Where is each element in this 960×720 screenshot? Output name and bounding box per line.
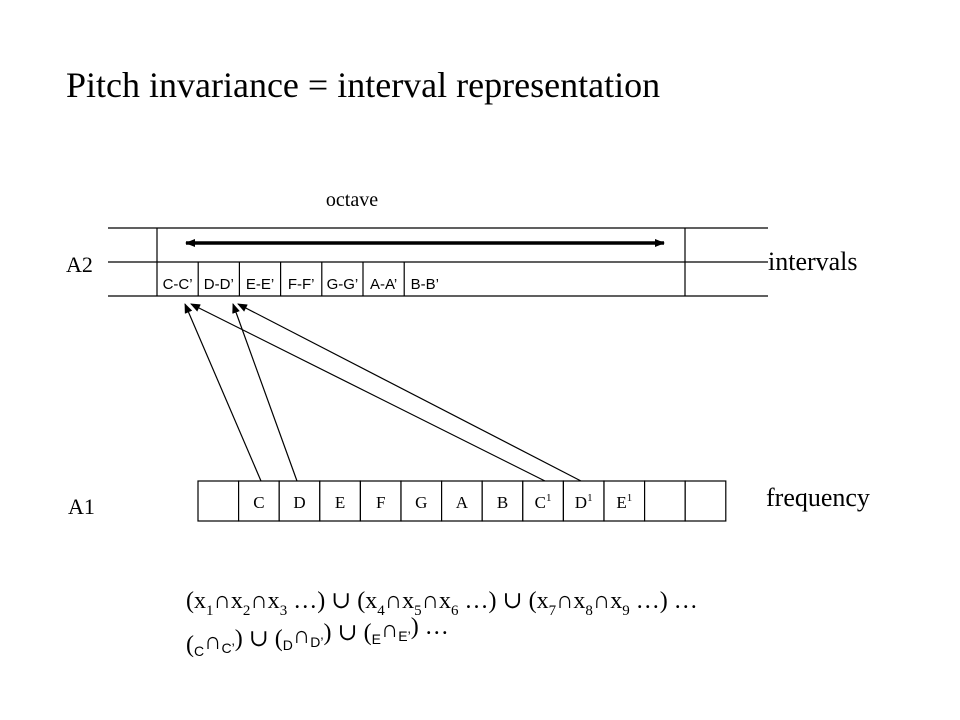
arrow-d1-to-dd: [237, 303, 582, 482]
interval-cell-label: B-B’: [411, 276, 439, 293]
frequency-cell-label: E1: [616, 492, 632, 512]
frequency-cell-label: G: [415, 493, 427, 512]
formula-subscript: 2: [243, 603, 251, 619]
interval-cell-label: E-E’: [246, 276, 274, 293]
formula-note-letter: C’: [221, 640, 234, 656]
frequency-note: G: [415, 493, 427, 512]
formula-text: ∩: [381, 617, 398, 643]
formula-text: ) …: [411, 614, 449, 640]
frequency-cell: [562, 480, 605, 522]
frequency-note: D: [293, 493, 305, 512]
frequency-cell: [441, 480, 483, 522]
frequency-cell: [684, 480, 727, 522]
frequency-cell-label: C: [253, 493, 264, 512]
formula-note-letter: C: [194, 643, 204, 659]
formula-note-letter: D’: [310, 634, 323, 650]
interval-cell-label: C-C’: [163, 276, 193, 293]
arrow-d-to-dd: [232, 303, 298, 482]
formula-subscript: 6: [451, 603, 459, 619]
formula-text: (: [186, 632, 194, 658]
frequency-note: E: [335, 493, 345, 512]
interval-cell-label: F-F’: [288, 276, 315, 293]
formula-text: ∩: [204, 629, 221, 655]
connection-arrows: [184, 303, 582, 482]
frequency-note: B: [497, 493, 508, 512]
formula-line-1: (x1∩x2∩x3 …) ∪ (x4∩x5∩x6 …) ∪ (x7∩x8∩x9 …: [186, 588, 698, 619]
arrow-c-to-cc: [184, 303, 262, 482]
frequency-note: F: [376, 493, 385, 512]
interval-cells: C-C’ D-D’ E-E’ F-F’ G-G’ A-A’ B-B’: [163, 262, 439, 296]
formula-text: ∩: [293, 623, 310, 649]
formula-note-letter: D: [283, 637, 293, 653]
frequency-cell-label: A: [456, 493, 469, 512]
formula-text: …) …: [630, 588, 698, 614]
formula-subscript: 3: [280, 603, 288, 619]
formula-text: ∩x: [250, 588, 279, 614]
interval-strip: C-C’ D-D’ E-E’ F-F’ G-G’ A-A’ B-B’: [108, 227, 768, 297]
formula-text: ∩x: [422, 588, 451, 614]
frequency-cell: [400, 480, 443, 522]
frequency-cell: [603, 480, 646, 522]
formula-text: ) ∪ (: [235, 626, 283, 652]
formula-subscript: 8: [585, 603, 593, 619]
frequency-cell: [238, 480, 280, 522]
formula-text: …) ∪ (x: [287, 588, 377, 614]
frequency-octave-superscript: 1: [546, 492, 552, 504]
formula-text: ∩x: [556, 588, 585, 614]
octave-label: octave: [326, 189, 378, 211]
formula-text: …) ∪ (x: [458, 588, 548, 614]
formula-subscript: 5: [414, 603, 422, 619]
formula-text: ∩x: [214, 588, 243, 614]
frequency-cell: [319, 480, 361, 522]
frequency-cell: [359, 480, 402, 522]
interval-cell-label: A-A’: [370, 276, 397, 293]
frequency-cell-label: D1: [575, 492, 593, 512]
frequency-cell-label: E: [335, 493, 345, 512]
formula-subscript: 4: [377, 603, 385, 619]
formula-text: ) ∪ (: [324, 620, 372, 646]
frequency-cell-label: F: [376, 493, 385, 512]
frequency-octave-superscript: 1: [627, 492, 633, 504]
interval-cell-label: D-D’: [204, 276, 234, 293]
formula-note-letter: E: [372, 631, 381, 647]
formula-subscript: 1: [206, 603, 214, 619]
frequency-cell-label: C1: [535, 492, 552, 512]
frequency-note: C: [535, 493, 546, 512]
frequency-label: frequency: [766, 483, 870, 512]
arrow-c1-to-cc: [190, 303, 546, 482]
frequency-cell-label: D: [293, 493, 305, 512]
formula-subscript: 9: [622, 603, 630, 619]
frequency-note: D: [575, 493, 587, 512]
frequency-cell: [197, 480, 240, 522]
formula-line-2: (C∩C’) ∪ (D∩D’) ∪ (E∩E’) …: [186, 614, 449, 659]
frequency-cell: [278, 480, 321, 522]
frequency-note: C: [253, 493, 264, 512]
formula-text: (x: [186, 588, 206, 614]
frequency-octave-superscript: 1: [587, 492, 593, 504]
formula-subscript: 7: [549, 603, 557, 619]
frequency-cell-label: B: [497, 493, 508, 512]
a1-label: A1: [68, 494, 95, 519]
frequency-cell: [643, 480, 686, 522]
page-title: Pitch invariance = interval representati…: [66, 65, 660, 105]
intervals-label: intervals: [768, 247, 858, 276]
formula-note-letter: E’: [398, 628, 410, 644]
a2-label: A2: [66, 252, 93, 277]
frequency-cell: [481, 480, 524, 522]
formula-text: ∩x: [385, 588, 414, 614]
frequency-note: A: [456, 493, 469, 512]
frequency-note: E: [616, 493, 626, 512]
interval-cell-label: G-G’: [327, 276, 359, 293]
formula-text: ∩x: [593, 588, 622, 614]
